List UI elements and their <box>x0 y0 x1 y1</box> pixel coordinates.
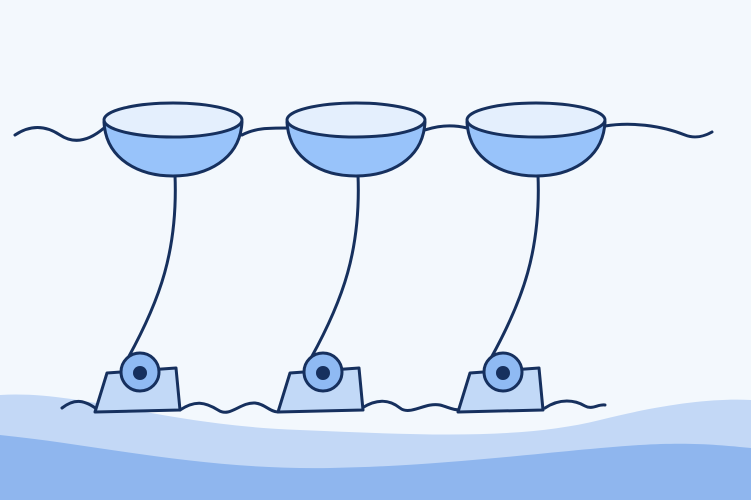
anchor-eye-hole <box>133 366 147 380</box>
buoy-top <box>102 101 244 139</box>
buoy-top <box>465 101 607 139</box>
mooring-line <box>489 174 540 359</box>
buoy-top <box>285 101 427 139</box>
anchor-eye-hole <box>316 366 330 380</box>
seabed-line <box>60 399 607 414</box>
anchor-eye-hole <box>496 366 510 380</box>
buoy-2 <box>276 101 427 414</box>
buoy-1 <box>93 101 244 414</box>
water-surface-line <box>13 122 714 142</box>
buoy-3 <box>456 101 607 414</box>
mooring-line <box>309 174 360 359</box>
mooring-line <box>126 174 177 359</box>
seabed-wave-dark <box>0 435 751 500</box>
